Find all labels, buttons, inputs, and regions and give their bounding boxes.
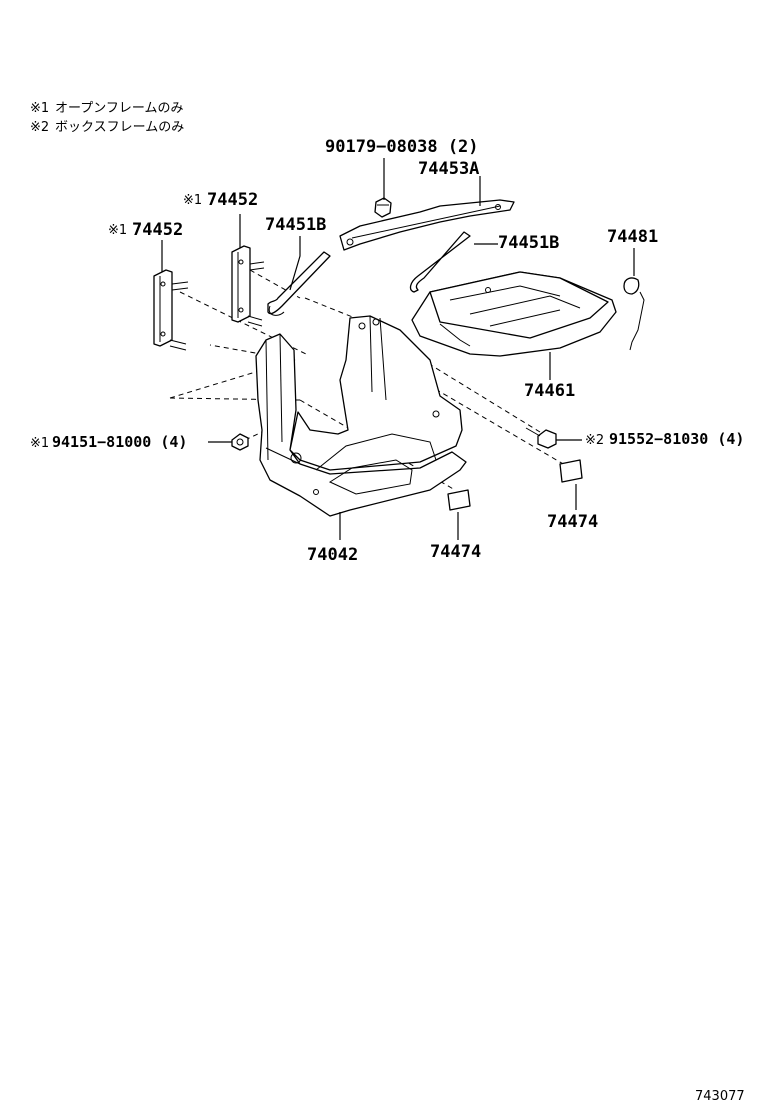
- nut-94151-part: [231, 433, 249, 451]
- label-tray-74461: 74461: [524, 381, 575, 401]
- label-hold-bolt-74451b-left: 74451B: [265, 215, 326, 235]
- hold-bolt-74451b-right-part: [409, 231, 471, 293]
- label-carrier-74042: 74042: [307, 545, 358, 565]
- carrier-74042-part: [255, 315, 467, 517]
- cover-74481-part: [623, 277, 645, 351]
- pad-74474-left-part: [447, 489, 471, 511]
- bolt-91552-part: [525, 427, 557, 449]
- note-1-mark: ※1: [30, 101, 49, 116]
- mark-open-frame-bracket-left: ※1: [108, 223, 127, 238]
- label-bracket-74452-left: 74452: [132, 220, 183, 240]
- tray-74461-part: [411, 271, 617, 357]
- hold-bolt-74451b-left-part: [267, 251, 331, 316]
- note-2-text: ボックスフレームのみ: [55, 120, 184, 135]
- bolt-90179-part: [374, 197, 392, 218]
- note-2-mark: ※2: [30, 120, 49, 135]
- footnotes: ※1 オープンフレームのみ ※2 ボックスフレームのみ: [30, 101, 184, 135]
- mark-box-frame-bolt: ※2: [585, 433, 604, 448]
- figure-number: 743077: [695, 1089, 745, 1104]
- note-1-text: オープンフレームのみ: [55, 101, 183, 116]
- label-hold-bolt-74451b-right: 74451B: [498, 233, 559, 253]
- label-bolt-91552: 91552−81030 (4): [609, 430, 744, 448]
- label-bolt-90179: 90179−08038 (2): [325, 137, 479, 157]
- mark-open-frame-bracket-right: ※1: [183, 193, 202, 208]
- bracket-74452-right-part: [231, 245, 265, 327]
- label-pad-74474-left: 74474: [430, 542, 481, 562]
- label-bracket-74452-right: 74452: [207, 190, 258, 210]
- label-cover-74481: 74481: [607, 227, 658, 247]
- label-clamp-74453a: 74453A: [418, 159, 479, 179]
- bracket-74452-left-part: [153, 269, 189, 351]
- mark-open-frame-nut: ※1: [30, 436, 49, 451]
- clamp-74453a-part: [339, 199, 515, 251]
- pad-74474-right-part: [559, 459, 583, 483]
- label-nut-94151: 94151−81000 (4): [52, 433, 187, 451]
- label-pad-74474-right: 74474: [547, 512, 598, 532]
- leader-lines: [161, 158, 635, 540]
